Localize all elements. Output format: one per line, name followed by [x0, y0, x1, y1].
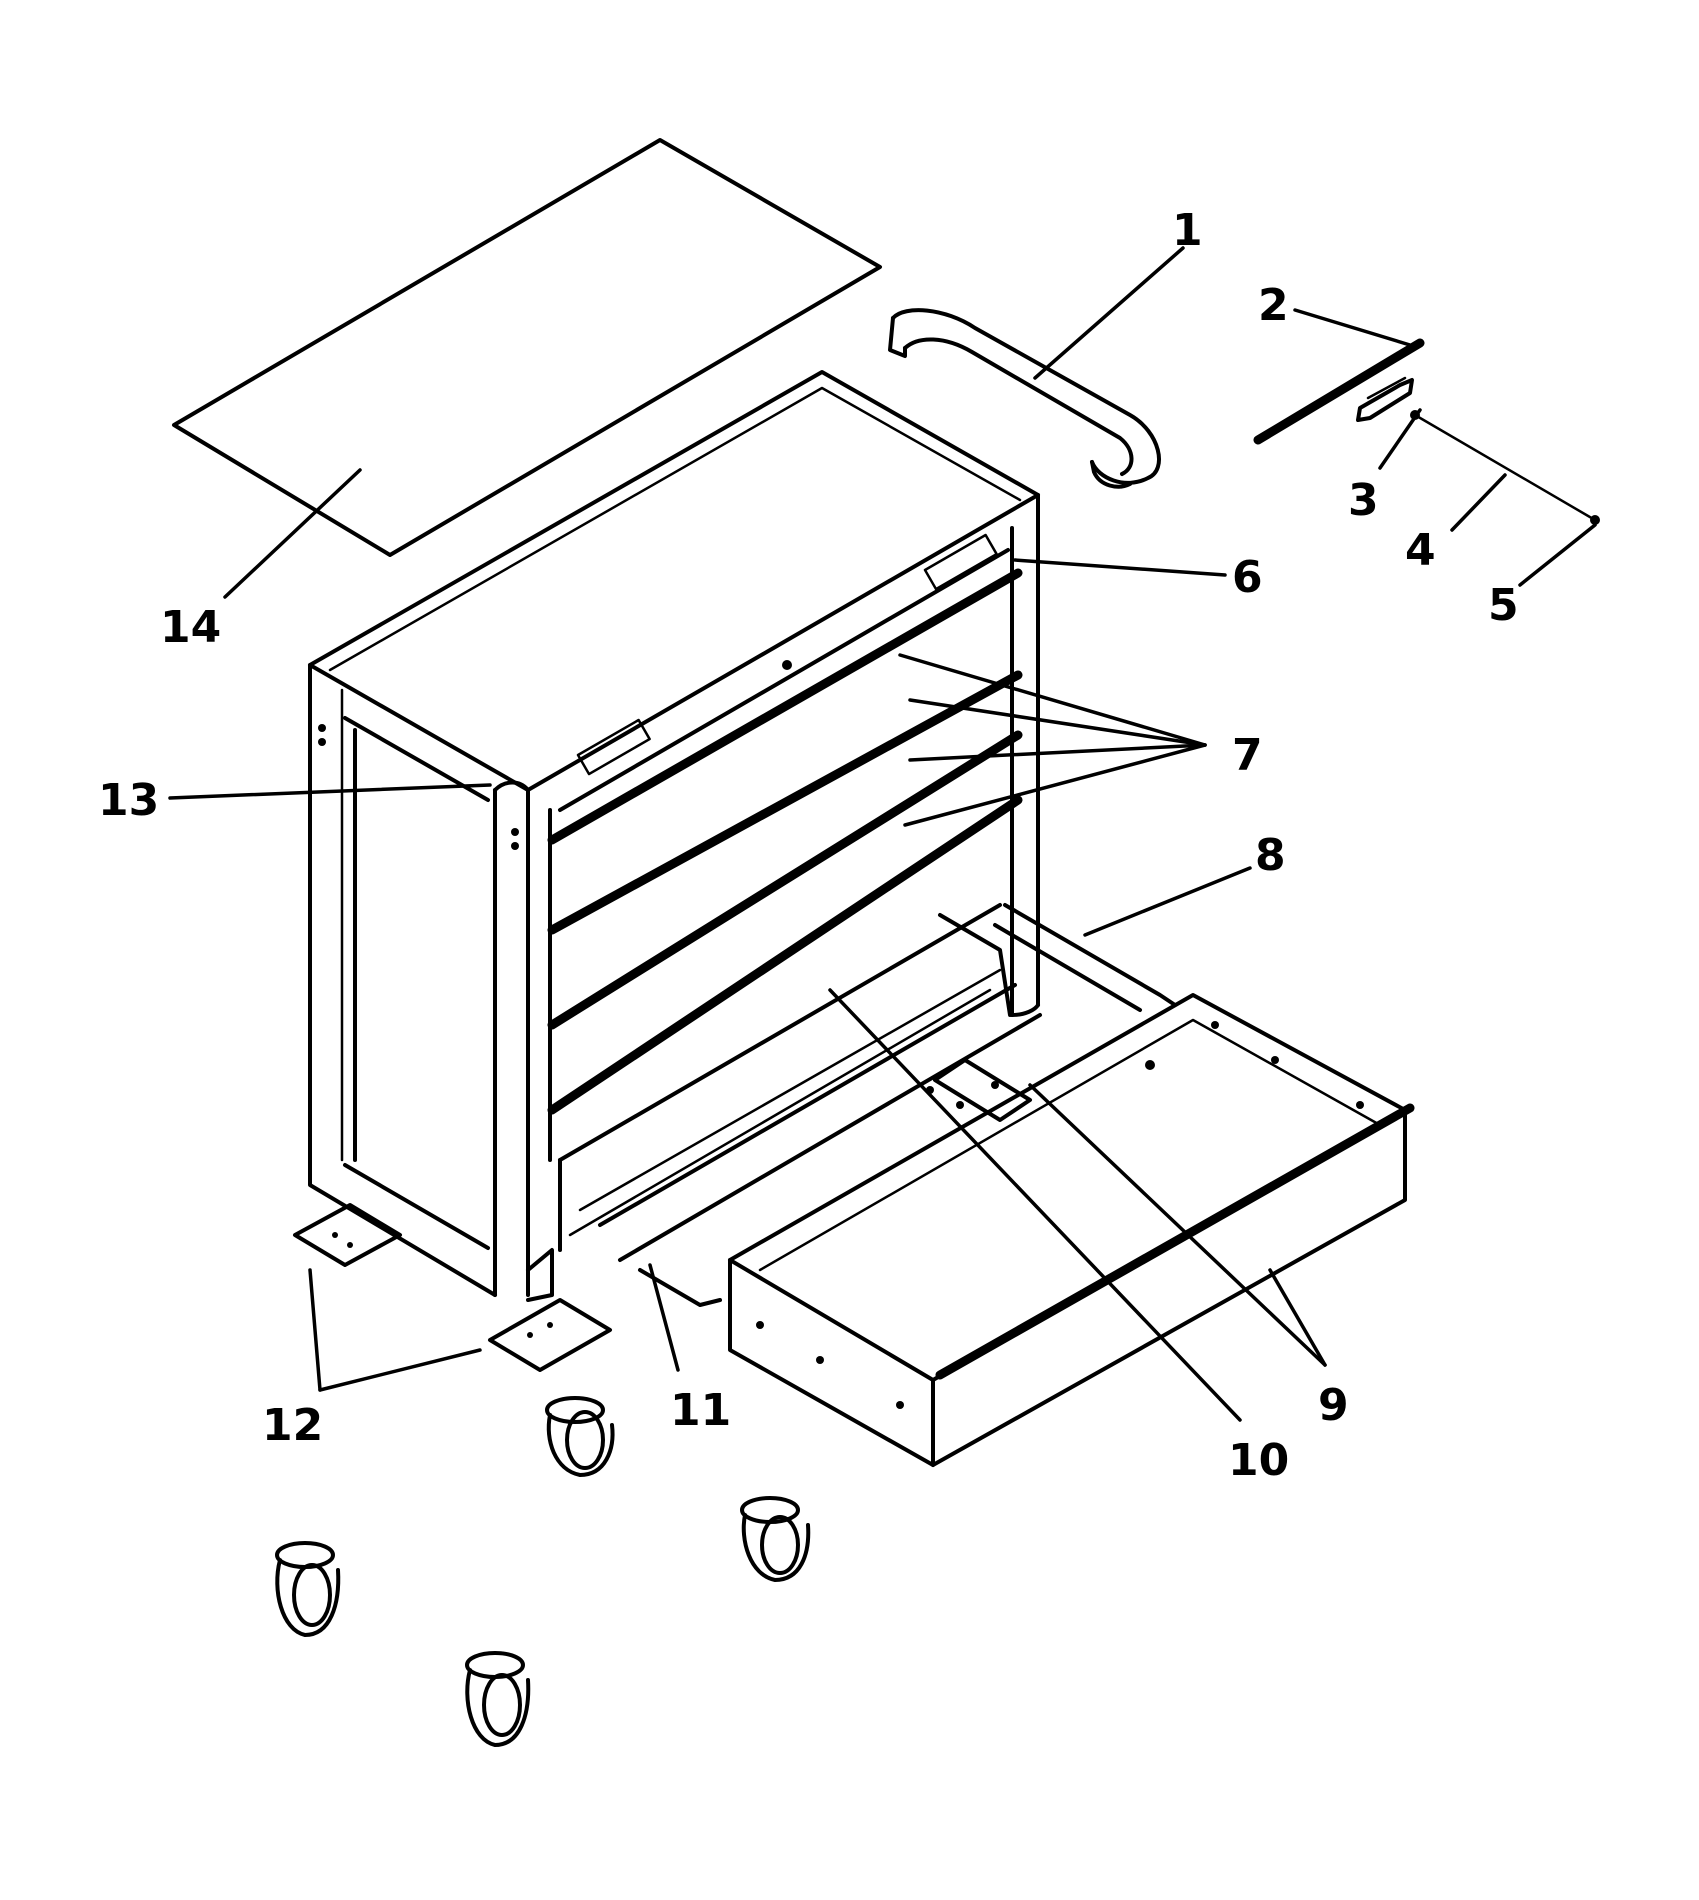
callout-10: 10 [1228, 1435, 1289, 1486]
drawer-slides [598, 903, 1177, 1307]
callout-12: 12 [262, 1400, 323, 1451]
caster-plates [293, 1203, 612, 1372]
callout-9: 9 [1318, 1380, 1349, 1431]
bottom-drawer [728, 993, 1415, 1467]
caster [275, 1541, 341, 1637]
pin [1410, 410, 1600, 525]
callout-2: 2 [1258, 280, 1289, 331]
callout-labels: 1 2 3 4 5 6 7 8 9 10 11 12 13 14 [98, 205, 1519, 1486]
handle [888, 308, 1161, 489]
callout-14: 14 [160, 602, 221, 653]
latch [1356, 376, 1414, 422]
top-mat [172, 138, 882, 557]
callout-5: 5 [1488, 580, 1519, 631]
casters [275, 1396, 811, 1747]
callout-6: 6 [1232, 552, 1263, 603]
callout-4: 4 [1405, 525, 1436, 576]
caster [740, 1496, 811, 1582]
callout-7: 7 [1232, 730, 1263, 781]
caster [465, 1651, 531, 1747]
caster [545, 1396, 615, 1477]
leader-lines [168, 246, 1597, 1422]
cabinet-body [308, 370, 1040, 1302]
callout-3: 3 [1348, 475, 1379, 526]
callout-8: 8 [1255, 830, 1286, 881]
callout-1: 1 [1172, 205, 1203, 256]
callout-13: 13 [98, 775, 159, 826]
rod [1253, 338, 1425, 445]
callout-11: 11 [670, 1385, 731, 1436]
